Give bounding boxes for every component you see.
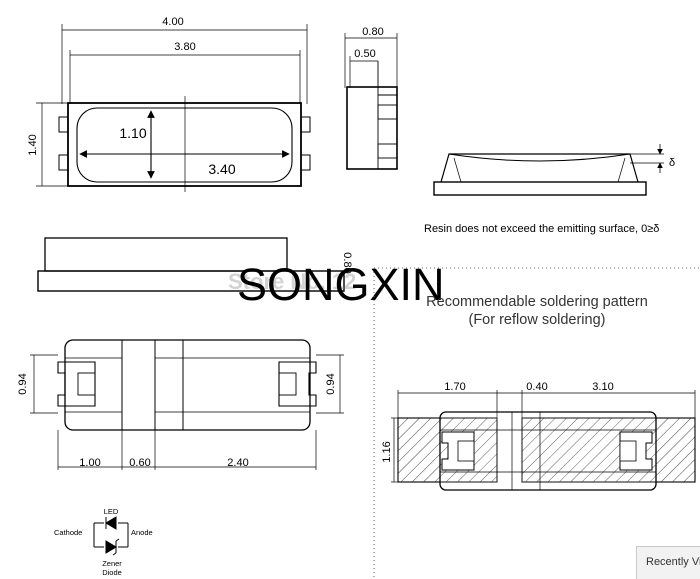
dim-bottom-a: 1.00 xyxy=(79,457,100,469)
dim-top-height: 1.40 xyxy=(27,134,39,155)
recently-viewed-label: Recently Vi xyxy=(646,556,700,568)
dim-pattern-b: 0.40 xyxy=(526,381,547,393)
pattern-subtitle: (For reflow soldering) xyxy=(469,312,606,328)
schematic-cathode-label: Cathode xyxy=(54,528,82,537)
dim-bottom-c: 2.40 xyxy=(227,457,248,469)
resin-detail xyxy=(433,144,664,196)
side-view xyxy=(344,33,398,170)
dim-pattern-h: 1.16 xyxy=(381,441,393,462)
dim-bottom-pad-right: 0.94 xyxy=(325,373,337,394)
dim-pattern-c: 3.10 xyxy=(592,381,613,393)
front-view xyxy=(37,237,345,292)
dim-bottom-pad-left: 0.94 xyxy=(17,373,29,394)
store-watermark: Store No. 12 xyxy=(228,269,356,294)
dim-bottom-b: 0.60 xyxy=(129,457,150,469)
dim-pattern-a: 1.70 xyxy=(444,381,465,393)
circuit-schematic xyxy=(93,516,129,556)
dim-lens-height: 1.10 xyxy=(119,125,146,141)
dim-top-width-inner: 3.80 xyxy=(174,41,195,53)
top-view xyxy=(36,24,311,192)
resin-note: Resin does not exceed the emitting surfa… xyxy=(424,223,659,235)
bottom-view xyxy=(30,339,344,470)
dim-top-width-outer: 4.00 xyxy=(162,16,183,28)
pattern-title: Recommendable soldering pattern xyxy=(426,294,648,310)
brand-name: SONGXIN xyxy=(237,259,445,310)
recently-viewed-tab[interactable]: Recently Vi xyxy=(636,546,700,579)
dim-front-height: 0.80 xyxy=(341,252,353,273)
dim-side-lead: 0.50 xyxy=(354,48,375,60)
dim-delta: δ xyxy=(669,157,675,169)
dim-side-width: 0.80 xyxy=(362,26,383,38)
dim-lens-width: 3.40 xyxy=(208,161,235,177)
soldering-pattern xyxy=(391,390,696,491)
schematic-diode-label: Diode xyxy=(102,568,122,577)
schematic-anode-label: Anode xyxy=(131,528,153,537)
schematic-zener-label: Zener xyxy=(102,559,122,568)
schematic-led-label: LED xyxy=(104,507,119,516)
